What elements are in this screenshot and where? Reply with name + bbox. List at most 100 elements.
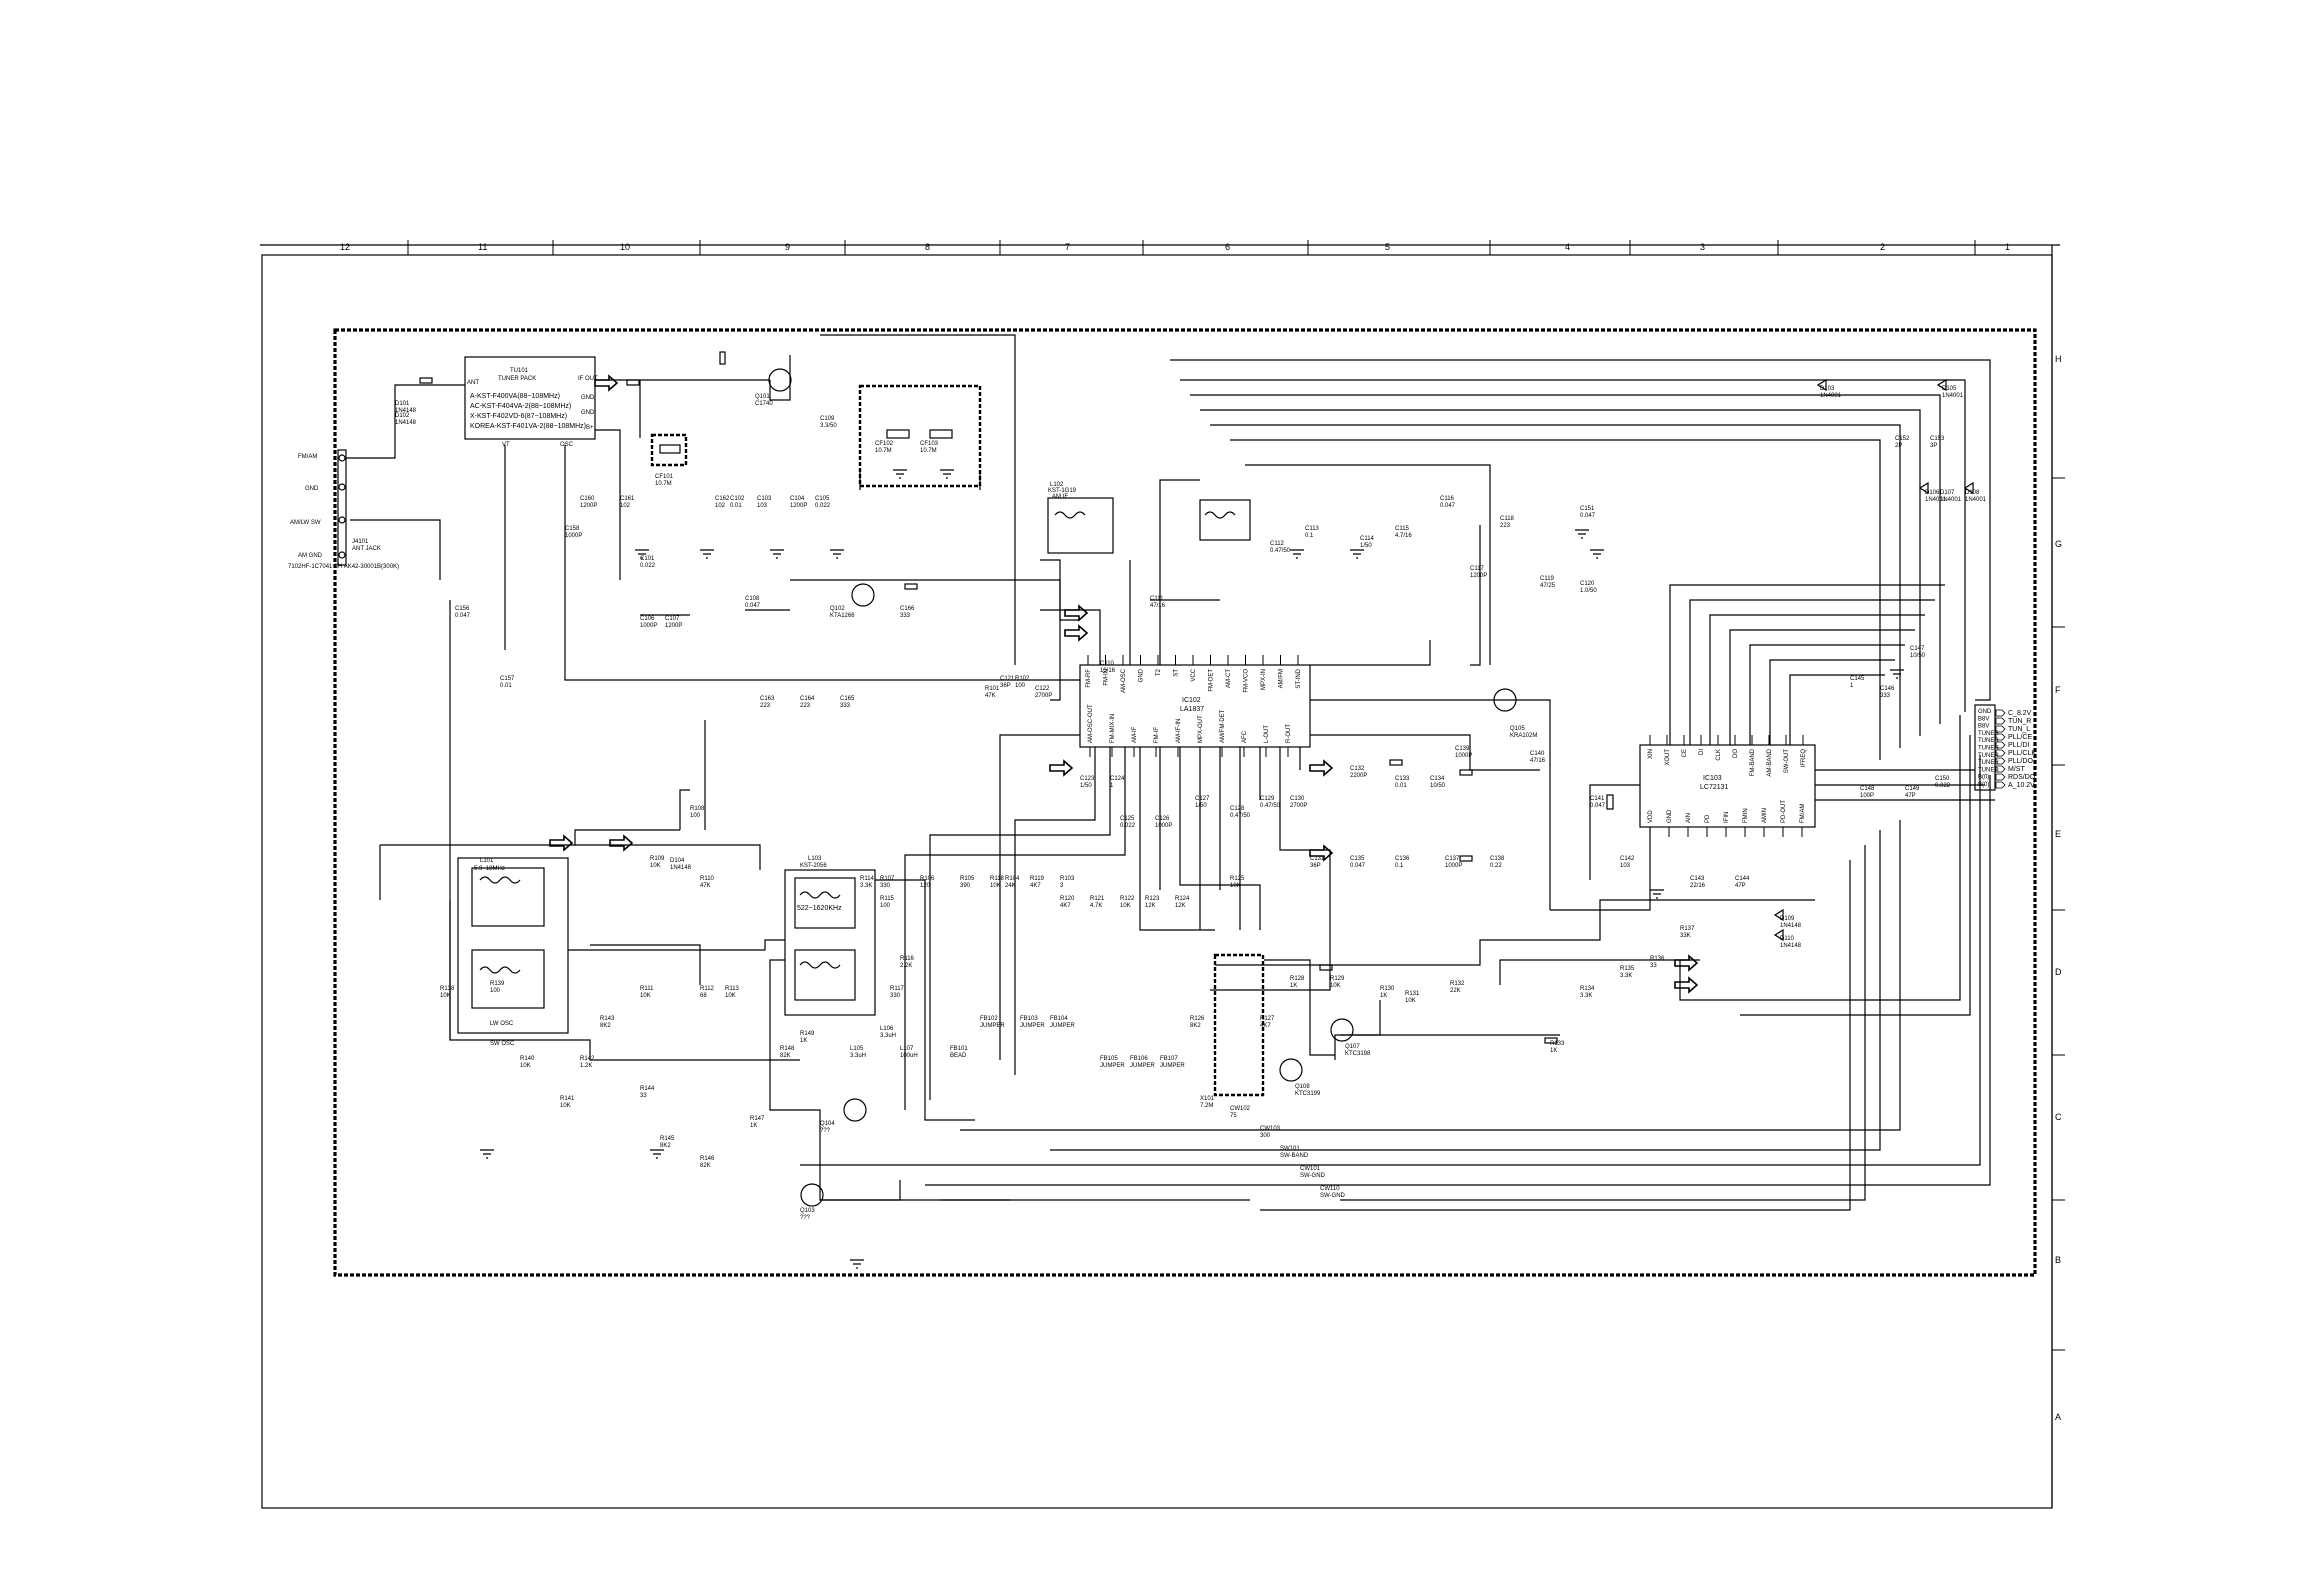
part-ref: C162 (715, 496, 730, 502)
part-value: 10/50 (1910, 653, 1926, 659)
part-value: 47/16 (1150, 603, 1166, 609)
filter-ref: CF101 (655, 474, 674, 480)
part-value: 333 (840, 703, 851, 709)
ic103-part: LC72131 (1700, 784, 1729, 791)
part-ref: C136 (1395, 856, 1410, 862)
diode-ref: D101 (395, 401, 410, 407)
part-ref: R116 (900, 956, 915, 962)
transistor-ref: Q107 (1345, 1044, 1360, 1050)
part-value: 82K (780, 1053, 791, 1059)
jack-pin-2: GND (305, 486, 319, 492)
ic-pin-label: XOUT (1665, 749, 1671, 766)
part-ref: CW110 (1320, 1186, 1340, 1192)
part-value: 1K (800, 1038, 807, 1044)
col-tick-label: 7 (1065, 242, 1070, 252)
filter-value: 10.7M (920, 448, 937, 454)
part-ref: R125 (1230, 876, 1245, 882)
ic-pin-label: IFIN (1724, 812, 1730, 823)
part-ref: R136 (1650, 956, 1665, 962)
part-ref: R138 (440, 986, 455, 992)
part-value: 2.2K (900, 963, 912, 969)
part-ref: R102 (1015, 676, 1030, 682)
part-ref: C135 (1350, 856, 1365, 862)
part-ref: C165 (840, 696, 855, 702)
cn-pin-signal: TUNER (1978, 767, 1999, 773)
ic-pin-label: AM-IF (1132, 726, 1138, 743)
part-ref: R129 (1330, 976, 1345, 982)
row-tick-label: C (2055, 1112, 2062, 1122)
ic-pin-label: AM-IF-IN (1176, 719, 1182, 743)
ic103-ref: IC103 (1703, 775, 1722, 782)
part-value: 47P (1735, 883, 1746, 889)
ic-pin-label: AM-OSC-OUT (1088, 704, 1094, 743)
part-ref: C130 (1290, 796, 1305, 802)
ic-pin-label: T2 (1156, 668, 1162, 676)
part-value: 223 (800, 703, 811, 709)
ceramic-filter-block (858, 384, 982, 488)
cn-pin-signal: GND (1978, 709, 1992, 715)
ic-pin-label: PD (1705, 814, 1711, 823)
part-value: 0.1 (1305, 533, 1314, 539)
part-ref: R140 (520, 1056, 535, 1062)
part-ref: C133 (1395, 776, 1410, 782)
row-tick-label: A (2055, 1412, 2061, 1422)
part-value: 2P (1895, 443, 1902, 449)
col-tick-label: 1 (2005, 242, 2010, 252)
part-ref: C123 (1080, 776, 1095, 782)
part-value: 1K (750, 1123, 757, 1129)
diode-part: 1N4001 (1820, 393, 1842, 399)
diode-part: 1N4148 (395, 408, 417, 414)
tuner-pack: TU101 TUNER PACK A-KST-F400VA(88~108MHz)… (464, 356, 598, 448)
part-value: 1200P (665, 623, 682, 629)
part-value: SW-BAND (1280, 1153, 1309, 1159)
part-ref: C132 (1350, 766, 1365, 772)
part-ref: C129 (1260, 796, 1275, 802)
part-ref: C105 (815, 496, 830, 502)
ant-jack: FM/AM GND AM/LW SW AM GND J4101 ANT JACK… (288, 449, 399, 570)
part-ref: C134 (1430, 776, 1445, 782)
part-ref: C126 (1155, 816, 1170, 822)
sw-band-label: 5.9~18MHz (474, 866, 505, 872)
net-label: PLL/CLK (2008, 750, 2036, 757)
part-ref: C124 (1110, 776, 1125, 782)
part-ref: R101 (985, 686, 1000, 692)
am-if-label: AM IF (1052, 494, 1068, 500)
part-value: 1/50 (1195, 803, 1207, 809)
part-ref: R126 (1190, 1016, 1205, 1022)
part-value: 333 (1880, 693, 1891, 699)
drawing-frame (260, 244, 2060, 1509)
ic102-part: LA1837 (1180, 706, 1204, 713)
part-value: 100 (1015, 683, 1026, 689)
ic-pin-label: FM-RF (1086, 669, 1092, 688)
transistor-part: KTA1266 (830, 613, 855, 619)
part-ref: C118 (1500, 516, 1515, 522)
cn-pin-signal: B(0) (1978, 775, 1989, 781)
part-ref: C148 (1860, 786, 1875, 792)
part-ref: C147 (1910, 646, 1925, 652)
shield-outline (333, 328, 2037, 1277)
part-ref: C139 (1455, 746, 1470, 752)
diode-ref: D108 (1965, 490, 1980, 496)
ic-pin-label: ST-IND (1296, 668, 1302, 688)
tuner-pin-vt: VT (502, 442, 510, 448)
part-ref: R128 (1290, 976, 1305, 982)
diode-ref: D102 (395, 413, 410, 419)
part-value: 223 (1500, 523, 1511, 529)
part-value: 100 (690, 813, 701, 819)
part-value: 68 (700, 993, 707, 999)
part-value: 36P (1310, 863, 1321, 869)
connector-cn101: GNDB8VB8VTUNERTUNERTUNERTUNERTUNERTUNERB… (1974, 704, 2036, 791)
part-ref: R131 (1405, 991, 1420, 997)
part-value: 10K (1405, 998, 1416, 1004)
part-ref: C119 (1540, 576, 1555, 582)
part-ref: C116 (1440, 496, 1455, 502)
part-ref: R110 (700, 876, 715, 882)
part-ref: SW101 (1280, 1146, 1300, 1152)
filter-ref: CF102 (875, 441, 894, 447)
net-label: M/ST (2008, 766, 2025, 773)
part-ref: R113 (725, 986, 740, 992)
part-ref: R123 (1145, 896, 1160, 902)
part-ref: FB107 (1160, 1056, 1178, 1062)
coil-l101: L101 5.9~18MHz SW OSC LW OSC (457, 857, 569, 1047)
